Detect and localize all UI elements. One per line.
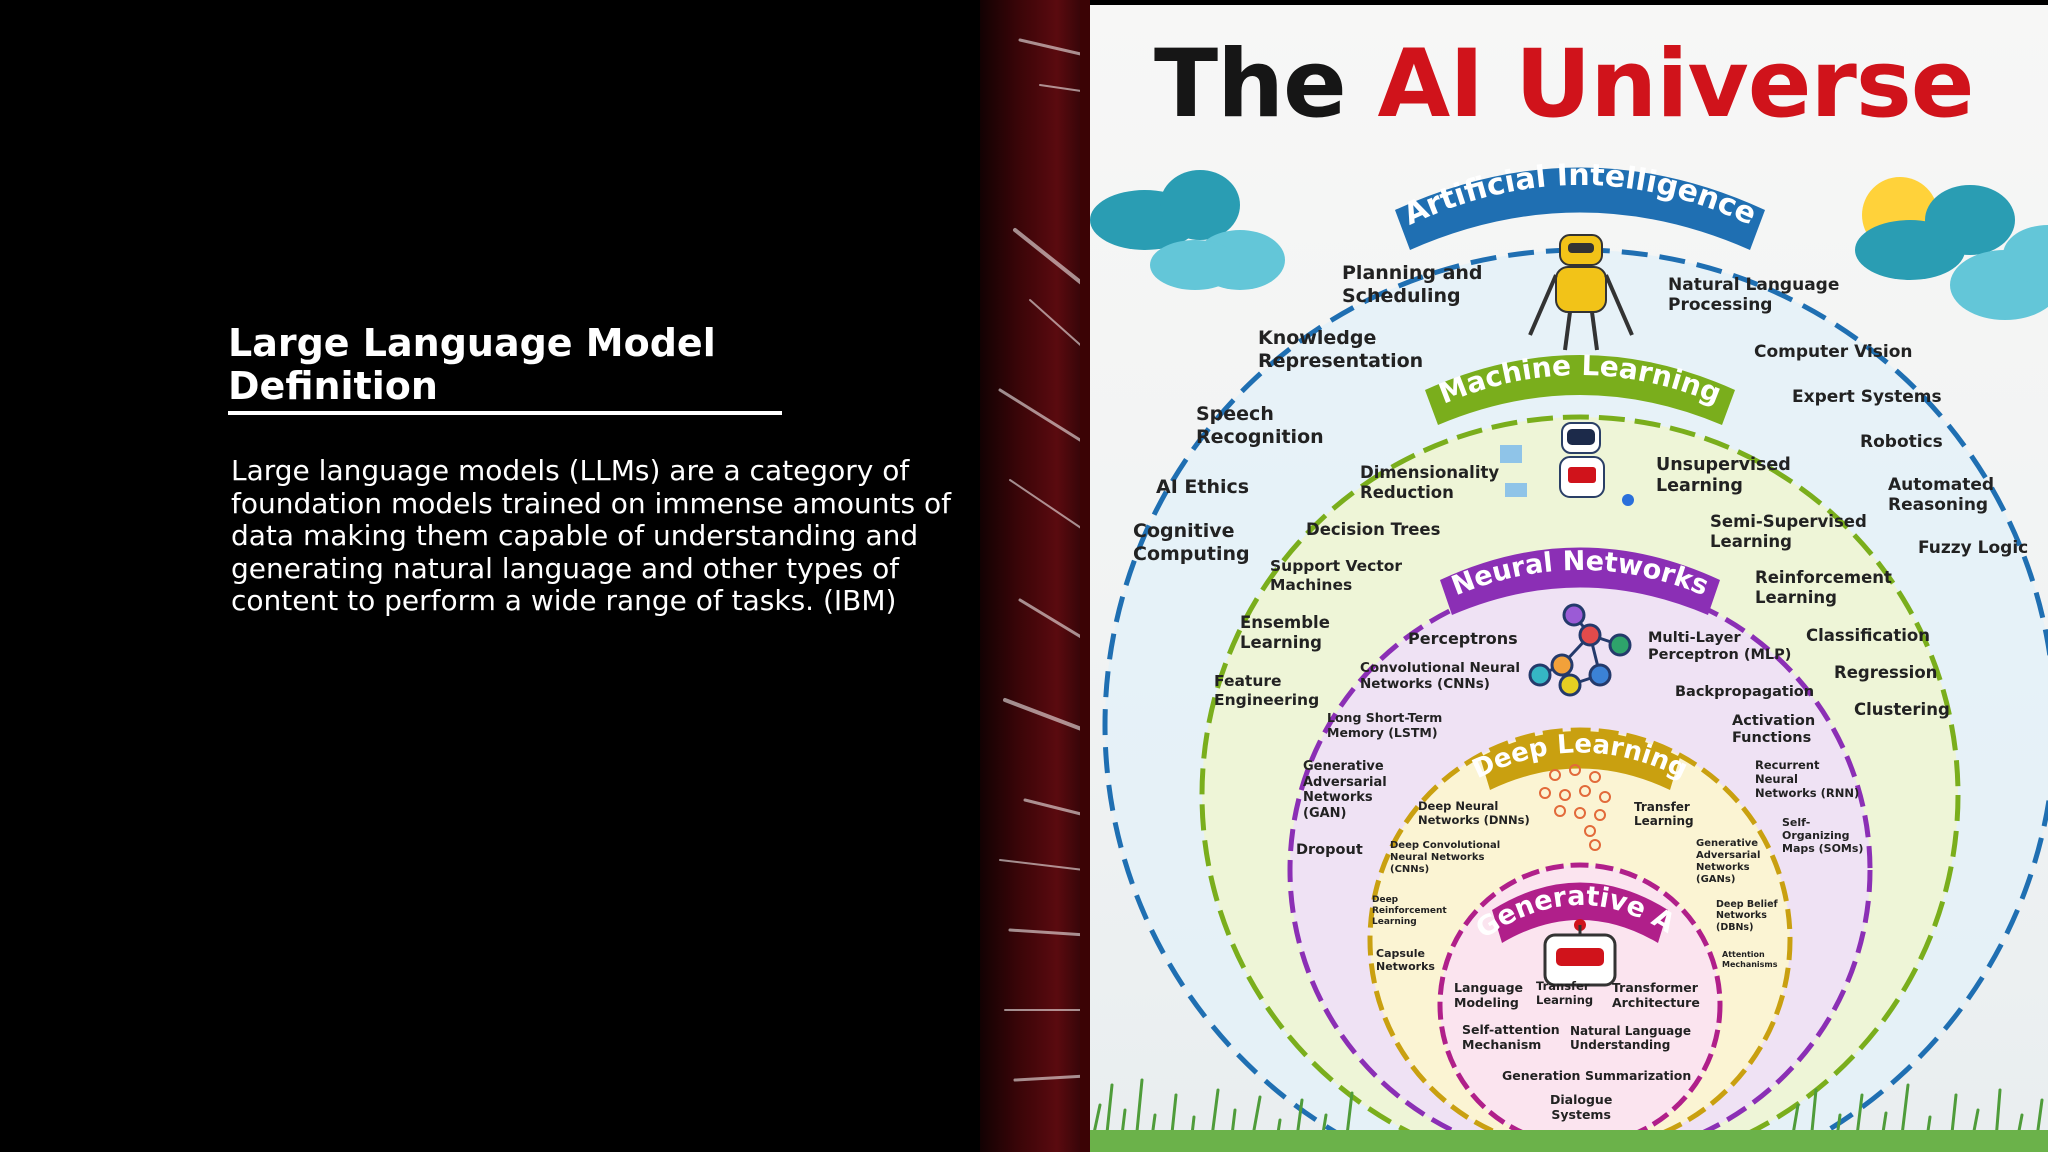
label-speech: Speech Recognition	[1196, 403, 1324, 448]
label-cognitive: Cognitive Computing	[1133, 520, 1250, 565]
label-lstm: Long Short-Term Memory (LSTM)	[1327, 710, 1443, 740]
yellow-robot-icon	[1528, 234, 1634, 351]
label-selfatt: Self-attention Mechanism	[1462, 1022, 1560, 1052]
label-classification: Classification	[1806, 626, 1930, 645]
label-dbn: Deep Belief Networks (DBNs)	[1716, 899, 1778, 933]
label-feature: Feature Engineering	[1214, 672, 1320, 709]
label-transformer: Transformer Architecture	[1612, 980, 1700, 1010]
label-ethics: AI Ethics	[1156, 476, 1250, 498]
label-dl-transfer: Transfer Learning	[1634, 800, 1694, 829]
ga-banner	[1492, 882, 1668, 943]
slide-title: Large Language Model Definition	[228, 321, 716, 408]
label-automated: Automated Reasoning	[1888, 475, 1995, 516]
label-activation: Activation Functions	[1732, 713, 1816, 747]
label-gan: Generative Adversarial Networks (GAN)	[1303, 759, 1387, 821]
label-attention: Attention Mechanisms	[1722, 950, 1778, 969]
label-nlp: Natural Language Processing	[1668, 275, 1840, 316]
label-planning: Planning and Scheduling	[1342, 262, 1483, 307]
ai-universe-infographic: Artificial Intelligence Machine Learning…	[1090, 5, 2048, 1152]
white-robot-icon	[1500, 422, 1634, 506]
label-generation: Generation	[1502, 1068, 1581, 1083]
ml-banner	[1425, 355, 1735, 425]
title-the: The	[1154, 30, 1347, 139]
label-ga-transfer: Transfer Learning	[1536, 979, 1594, 1007]
red-robot-icon	[1543, 919, 1617, 987]
title-ai-universe: AI Universe	[1377, 30, 1975, 139]
cloud-icon-right	[1855, 185, 2048, 320]
label-unsup: Unsupervised Learning	[1656, 455, 1791, 496]
label-summarization: Summarization	[1585, 1068, 1692, 1083]
label-nlu: Natural Language Understanding	[1570, 1024, 1691, 1053]
grass-ground	[1090, 1130, 2048, 1152]
label-trees: Decision Trees	[1306, 520, 1441, 539]
infographic-graphics: Artificial Intelligence Machine Learning…	[1090, 5, 2048, 1152]
label-fuzzy: Fuzzy Logic	[1918, 538, 2029, 558]
label-robotics: Robotics	[1860, 432, 1943, 452]
label-dcnn: Deep Convolutional Neural Networks (CNNs…	[1390, 840, 1501, 875]
red-streak-background	[980, 0, 1090, 1152]
label-reinf: Reinforcement Learning	[1755, 568, 1892, 607]
label-clustering: Clustering	[1854, 700, 1950, 719]
label-ensemble: Ensemble Learning	[1240, 613, 1330, 652]
infographic-title: The AI Universe	[1154, 25, 1975, 145]
dl-banner	[1480, 731, 1680, 790]
label-dialogue: Dialogue Systems	[1550, 1092, 1613, 1122]
label-knowledge: Knowledge Representation	[1258, 327, 1424, 372]
nn-banner	[1440, 547, 1720, 615]
label-cnn: Convolutional Neural Networks (CNNs)	[1360, 660, 1520, 693]
label-dimred: Dimensionality Reduction	[1360, 463, 1500, 502]
label-som: Self- Organizing Maps (SOMs)	[1782, 816, 1864, 856]
slide-text-panel: Large Language Model Definition Large la…	[0, 0, 980, 1152]
label-langmod: Language Modeling	[1454, 980, 1524, 1010]
label-dropout: Dropout	[1296, 842, 1363, 858]
label-perceptrons: Perceptrons	[1408, 629, 1518, 648]
cloud-icon-left	[1090, 170, 1285, 290]
label-semisup: Semi-Supervised Learning	[1710, 512, 1867, 551]
label-vision: Computer Vision	[1754, 342, 1913, 362]
label-mlp: Multi-Layer Perceptron (MLP)	[1648, 630, 1792, 664]
label-dnn: Deep Neural Networks (DNNs)	[1418, 799, 1530, 827]
label-svm: Support Vector Machines	[1270, 557, 1403, 594]
label-backprop: Backpropagation	[1675, 684, 1815, 700]
slide-body-text: Large language models (LLMs) are a categ…	[231, 454, 952, 617]
label-capsule: Capsule Networks	[1376, 947, 1435, 974]
label-expert: Expert Systems	[1792, 387, 1942, 407]
label-drl: Deep Reinforcement Learning	[1372, 895, 1447, 927]
ai-banner	[1395, 167, 1765, 250]
label-gans: Generative Adversarial Networks (GANs)	[1696, 838, 1761, 885]
network-graph-icon	[1528, 603, 1632, 697]
label-rnn: Recurrent Neural Networks (RNN)	[1755, 758, 1860, 800]
neuron-cluster-icon	[1539, 764, 1611, 851]
title-underline	[228, 411, 782, 415]
label-regression: Regression	[1834, 663, 1938, 682]
